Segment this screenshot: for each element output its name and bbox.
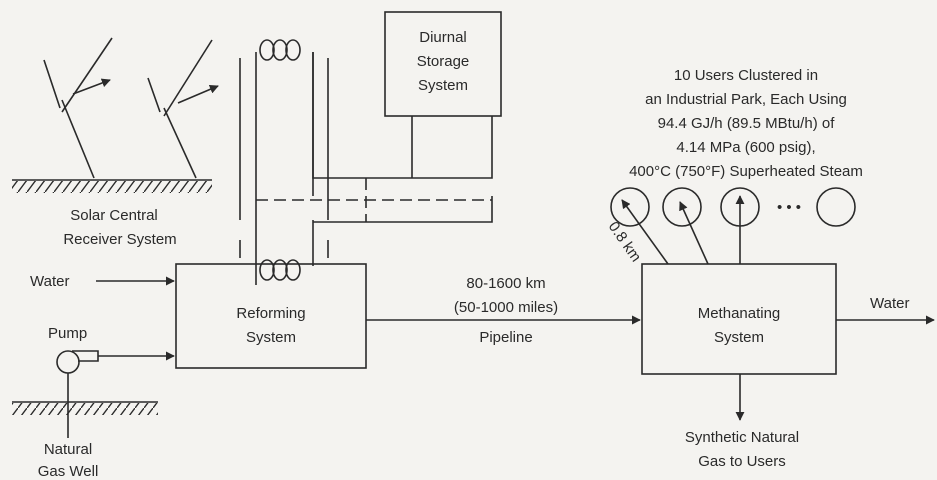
distance-miles-label: (50-1000 miles) — [454, 299, 558, 316]
solar-label-line2: Receiver System — [63, 231, 176, 248]
reforming-label-line2: System — [246, 329, 296, 346]
diurnal-storage-system: Diurnal Storage System — [256, 11, 502, 223]
water-out-label: Water — [870, 295, 909, 312]
user-circle-10 — [816, 187, 856, 227]
methanating-label-line2: System — [714, 329, 764, 346]
ground-hatch-well — [12, 401, 158, 415]
reforming-label-line1: Reforming — [236, 305, 305, 322]
pipeline: 80-1600 km (50-1000 miles) Pipeline — [366, 275, 641, 346]
reforming-system: Reforming System — [175, 263, 367, 369]
heliostat-1 — [43, 37, 113, 179]
methanating-label-line1: Methanating — [698, 305, 781, 322]
solar-central-receiver-system: Solar Central Receiver System — [12, 37, 219, 248]
diurnal-label-line3: System — [418, 77, 468, 94]
sng-label-line1: Synthetic Natural — [685, 429, 799, 446]
pump-icon — [56, 350, 99, 374]
user-circle-2 — [662, 187, 702, 227]
users-label-line1: 10 Users Clustered in — [674, 67, 818, 84]
users-label-line3: 94.4 GJ/h (89.5 MBtu/h) of — [658, 115, 836, 132]
pump-label: Pump — [48, 325, 87, 342]
users-label-line5: 400°C (750°F) Superheated Steam — [629, 163, 863, 180]
gas-well-label-line1: Natural — [44, 441, 92, 458]
distance-km-label: 80-1600 km — [466, 275, 545, 292]
water-in-label: Water — [30, 273, 69, 290]
heliostat-2 — [147, 39, 219, 179]
diurnal-label-line2: Storage — [417, 53, 470, 70]
diurnal-label-line1: Diurnal — [419, 29, 467, 46]
storage-pipe-outer — [312, 52, 493, 179]
methanating-system: Methanating System Water Synthetic Natur… — [641, 263, 935, 470]
pipeline-label: Pipeline — [479, 329, 532, 346]
reformer-coil — [259, 259, 301, 281]
sng-label-line2: Gas to Users — [698, 453, 786, 470]
ground-hatch-solar — [12, 179, 212, 193]
receiver-tower — [239, 39, 329, 285]
users-label-line4: 4.14 MPa (600 psig), — [676, 139, 815, 156]
steam-line-2 — [679, 201, 709, 265]
more-users-ellipsis: • • • — [777, 199, 801, 216]
industrial-users: 10 Users Clustered in an Industrial Park… — [605, 67, 863, 265]
users-label-line2: an Industrial Park, Each Using — [645, 91, 847, 108]
user-circle-1 — [610, 187, 650, 227]
storage-pipe-inner — [313, 196, 493, 223]
spacing-label: 0.8 km — [605, 219, 645, 266]
steam-line-1 — [621, 199, 669, 265]
receiver-coil-top — [259, 39, 301, 61]
diurnal-storage-box — [384, 11, 502, 117]
solar-label-line1: Solar Central — [70, 207, 158, 224]
inputs: Water Pump Natural Gas Well — [12, 273, 175, 480]
reforming-system-box — [175, 263, 367, 369]
methanating-system-box — [641, 263, 837, 375]
gas-well-label-line2: Gas Well — [38, 463, 99, 480]
